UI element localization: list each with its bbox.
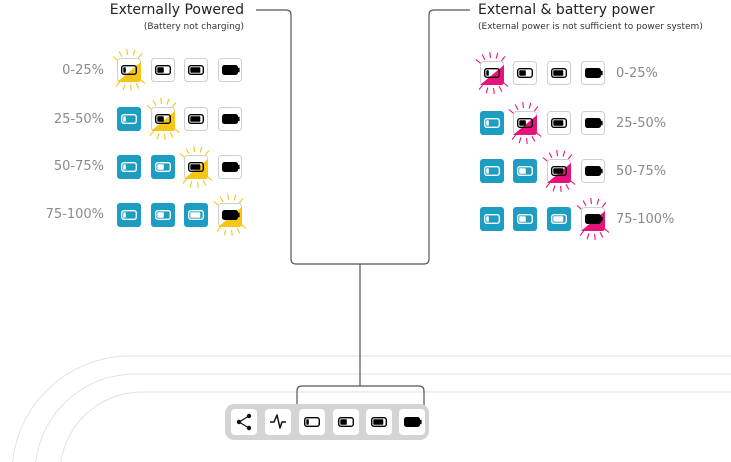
battery-state-icon [547, 61, 571, 85]
battery-empty-icon [299, 409, 325, 435]
share-icon [231, 409, 257, 435]
battery-state-icon [513, 159, 537, 183]
right-panel-subtitle: (External power is not sufficient to pow… [478, 22, 703, 32]
battery-state-icon [547, 111, 571, 135]
left-level-label: 75-100% [45, 207, 104, 222]
battery-state-icon [112, 49, 146, 91]
battery-state-icon [218, 155, 242, 179]
battery-state-icon [218, 107, 242, 131]
battery-state-icon [117, 107, 141, 131]
battery-state-icon [581, 111, 605, 135]
right-level-label: 0-25% [616, 66, 658, 81]
battery-state-icon [576, 198, 610, 240]
left-level-label: 0-25% [62, 63, 104, 78]
battery-state-icon [480, 111, 504, 135]
battery-state-icon [151, 203, 175, 227]
battery-state-icon [184, 58, 208, 82]
battery-state-icon [184, 107, 208, 131]
battery-state-icon [151, 155, 175, 179]
battery-state-icon [508, 102, 542, 144]
battery-state-icon [117, 155, 141, 179]
battery-state-icon [151, 58, 175, 82]
pulse-icon [265, 409, 291, 435]
battery-state-icon [179, 146, 213, 188]
battery-full-icon [399, 409, 425, 435]
battery-three-quarter-icon [366, 409, 392, 435]
left-level-label: 25-50% [53, 112, 104, 127]
right-level-label: 75-100% [616, 212, 675, 227]
left-level-label: 50-75% [53, 159, 104, 174]
battery-state-icon [542, 150, 576, 192]
right-panel-title: External & battery power [478, 2, 655, 18]
battery-state-icon [581, 61, 605, 85]
left-panel-title: Externally Powered [109, 2, 244, 18]
battery-state-icon [513, 207, 537, 231]
battery-state-icon [475, 52, 509, 94]
battery-state-icon [581, 159, 605, 183]
right-level-label: 25-50% [616, 116, 667, 131]
battery-state-icon [213, 194, 247, 236]
battery-state-icon [146, 98, 180, 140]
battery-state-icon [184, 203, 208, 227]
battery-state-icon [513, 61, 537, 85]
battery-state-icon [547, 207, 571, 231]
battery-state-icon [218, 58, 242, 82]
battery-state-icon [480, 159, 504, 183]
right-level-label: 50-75% [616, 164, 667, 179]
left-panel-subtitle: (Battery not charging) [143, 22, 244, 32]
battery-state-icon [480, 207, 504, 231]
battery-state-icon [117, 203, 141, 227]
device-bracket [296, 385, 425, 406]
battery-half-icon [333, 409, 359, 435]
